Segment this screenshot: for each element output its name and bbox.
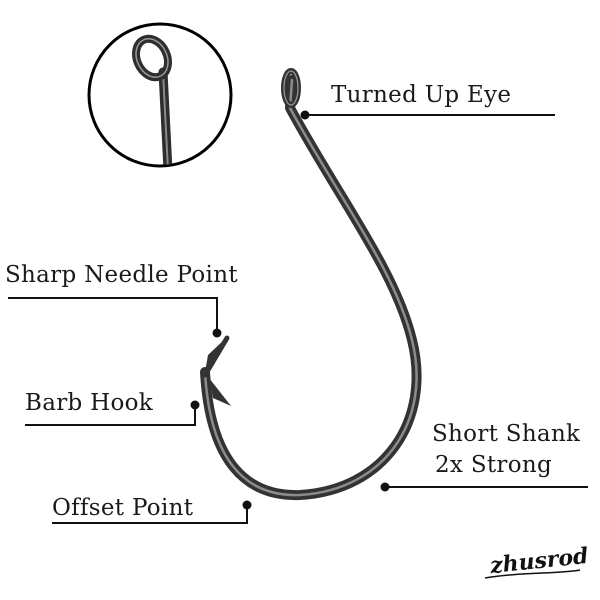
leader-dot-point xyxy=(212,328,222,338)
leader-dot-shank xyxy=(380,482,390,492)
leader-offset-point xyxy=(52,505,248,524)
fish-hook xyxy=(200,68,422,501)
leader-dot-barb xyxy=(190,400,200,410)
label-offset-point: Offset Point xyxy=(52,495,194,521)
label-barb-hook: Barb Hook xyxy=(25,390,154,416)
leader-dot-offset xyxy=(242,500,252,510)
label-sharp-needle-point: Sharp Needle Point xyxy=(5,262,238,288)
leader-needle-point xyxy=(8,297,218,333)
leader-dot-eye xyxy=(300,110,310,120)
label-turned-up-eye: Turned Up Eye xyxy=(331,82,512,108)
leader-barb-hook xyxy=(25,405,196,426)
label-2x-strong: 2x Strong xyxy=(435,452,552,478)
eye-detail-inset xyxy=(87,22,233,168)
brand-underline xyxy=(484,569,581,579)
leader-lines xyxy=(8,110,588,579)
label-short-shank: Short Shank xyxy=(432,421,581,447)
